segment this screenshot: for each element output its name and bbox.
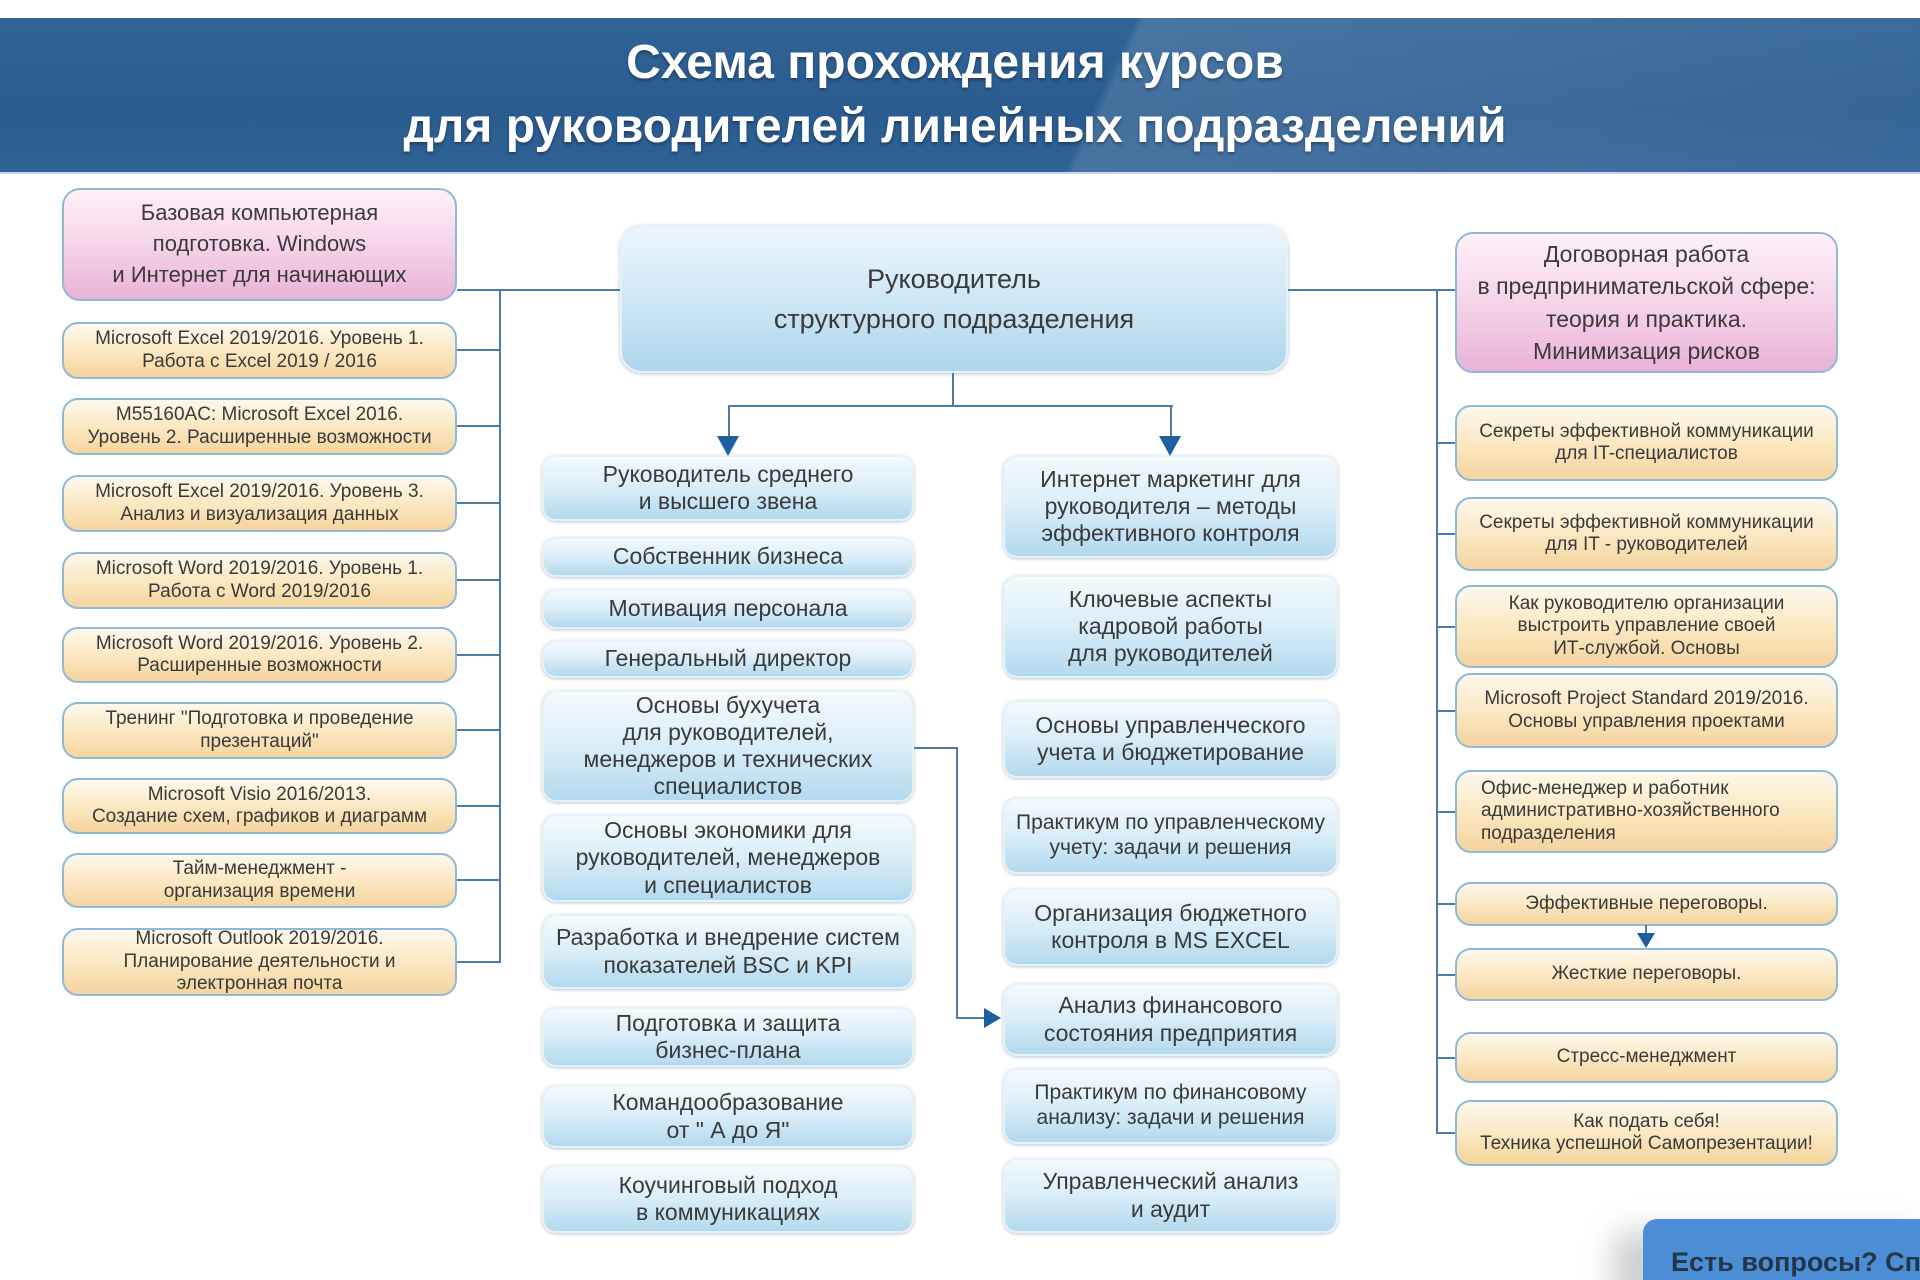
connector-line	[457, 729, 500, 731]
course-box-center-right-2: Ключевые аспекты кадровой работы для рук…	[1003, 575, 1338, 678]
connector-line	[457, 289, 620, 291]
connector-line	[1645, 925, 1647, 935]
connector-arrow-down-icon	[717, 436, 739, 456]
course-box-center-left-6: Основы экономики для руководителей, мене…	[542, 814, 914, 902]
connector-line	[457, 502, 500, 504]
course-box-right-6: Офис-менеджер и работник административно…	[1455, 770, 1838, 853]
course-box-center-left-10: Коучинговый подход в коммуникациях	[542, 1165, 914, 1233]
connector-line	[728, 405, 1173, 407]
course-box-left-5: Microsoft Word 2019/2016. Уровень 1. Раб…	[62, 552, 457, 609]
connector-line	[1436, 974, 1455, 976]
root-node-box: Руководитель структурного подразделения	[620, 225, 1288, 373]
connector-arrow-right-icon	[984, 1008, 1001, 1028]
connector-line	[1170, 405, 1172, 438]
page-title: Схема прохождения курсов для руководител…	[0, 18, 1915, 172]
connector-line	[499, 289, 501, 963]
connector-line	[914, 747, 958, 749]
course-box-right-9: Стресс-менеджмент	[1455, 1032, 1838, 1083]
course-box-right-4: Как руководителю организации выстроить у…	[1455, 585, 1838, 668]
connector-line	[457, 579, 500, 581]
course-box-center-right-5: Организация бюджетного контроля в MS EXC…	[1003, 888, 1338, 966]
course-box-center-left-4: Генеральный директор	[542, 640, 914, 678]
course-box-left-1: Базовая компьютерная подготовка. Windows…	[62, 188, 457, 301]
course-box-right-3: Секреты эффективной коммуникации для IT …	[1455, 497, 1838, 571]
connector-arrow-down-icon	[1637, 933, 1655, 948]
course-box-left-7: Тренинг "Подготовка и проведение презент…	[62, 702, 457, 759]
course-box-right-5: Microsoft Project Standard 2019/2016. Ос…	[1455, 673, 1838, 748]
course-box-right-8: Жесткие переговоры.	[1455, 948, 1838, 1001]
course-box-left-10: Microsoft Outlook 2019/2016. Планировани…	[62, 928, 457, 996]
connector-line	[457, 654, 500, 656]
course-box-center-left-2: Собственник бизнеса	[542, 537, 914, 577]
course-box-center-left-8: Подготовка и защита бизнес-плана	[542, 1007, 914, 1067]
course-box-center-right-6: Анализ финансового состояния предприятия	[1003, 983, 1338, 1056]
connector-line	[952, 373, 954, 406]
connector-line	[457, 961, 500, 963]
connector-line	[457, 425, 500, 427]
connector-line	[1436, 626, 1455, 628]
course-box-right-7: Эффективные переговоры.	[1455, 882, 1838, 926]
course-box-center-left-1: Руководитель среднего и высшего звена	[542, 455, 914, 521]
course-box-center-right-4: Практикум по управленческому учету: зада…	[1003, 797, 1338, 874]
course-box-left-3: M55160AC: Microsoft Excel 2016. Уровень …	[62, 398, 457, 455]
connector-line	[1436, 533, 1455, 535]
course-box-center-left-9: Командообразование от " А до Я"	[542, 1085, 914, 1148]
connector-line	[728, 405, 730, 438]
header-banner	[0, 18, 1920, 174]
course-box-center-right-3: Основы управленческого учета и бюджетиро…	[1003, 700, 1338, 778]
course-box-left-6: Microsoft Word 2019/2016. Уровень 2. Рас…	[62, 627, 457, 683]
course-box-left-8: Microsoft Visio 2016/2013. Создание схем…	[62, 778, 457, 834]
connector-line	[1288, 289, 1455, 291]
connector-line	[956, 747, 958, 1019]
course-box-right-2: Секреты эффективной коммуникации для IT-…	[1455, 405, 1838, 481]
course-box-center-right-7: Практикум по финансовому анализу: задачи…	[1003, 1068, 1338, 1144]
connector-line	[457, 879, 500, 881]
connector-line	[956, 1017, 986, 1019]
course-box-center-left-3: Мотивация персонала	[542, 589, 914, 629]
connector-arrow-down-icon	[1159, 436, 1181, 456]
course-box-center-left-7: Разработка и внедрение систем показателе…	[542, 914, 914, 989]
connector-line	[1436, 903, 1455, 905]
chat-widget-label: Есть вопросы? Спр	[1671, 1247, 1920, 1277]
course-box-left-9: Тайм-менеджмент - организация времени	[62, 853, 457, 908]
connector-line	[1436, 1132, 1455, 1134]
course-box-center-left-5: Основы бухучета для руководителей, менед…	[542, 690, 914, 802]
connector-line	[1436, 1057, 1455, 1059]
connector-line	[1436, 811, 1455, 813]
course-box-center-right-8: Управленческий анализ и аудит	[1003, 1158, 1338, 1233]
connector-line	[1436, 710, 1455, 712]
course-box-left-4: Microsoft Excel 2019/2016. Уровень 3. Ан…	[62, 475, 457, 532]
connector-line	[1436, 442, 1455, 444]
connector-line	[457, 349, 500, 351]
page-title-line1: Схема прохождения курсов	[626, 36, 1284, 89]
course-box-left-2: Microsoft Excel 2019/2016. Уровень 1. Ра…	[62, 322, 457, 379]
page-title-line2: для руководителей линейных подразделений	[403, 100, 1507, 153]
connector-line	[457, 805, 500, 807]
course-box-right-10: Как подать себя! Техника успешной Самопр…	[1455, 1100, 1838, 1166]
course-box-center-right-1: Интернет маркетинг для руководителя – ме…	[1003, 455, 1338, 558]
chat-widget-button[interactable]: Есть вопросы? Спр	[1643, 1219, 1920, 1280]
course-box-right-1: Договорная работа в предпринимательской …	[1455, 232, 1838, 373]
